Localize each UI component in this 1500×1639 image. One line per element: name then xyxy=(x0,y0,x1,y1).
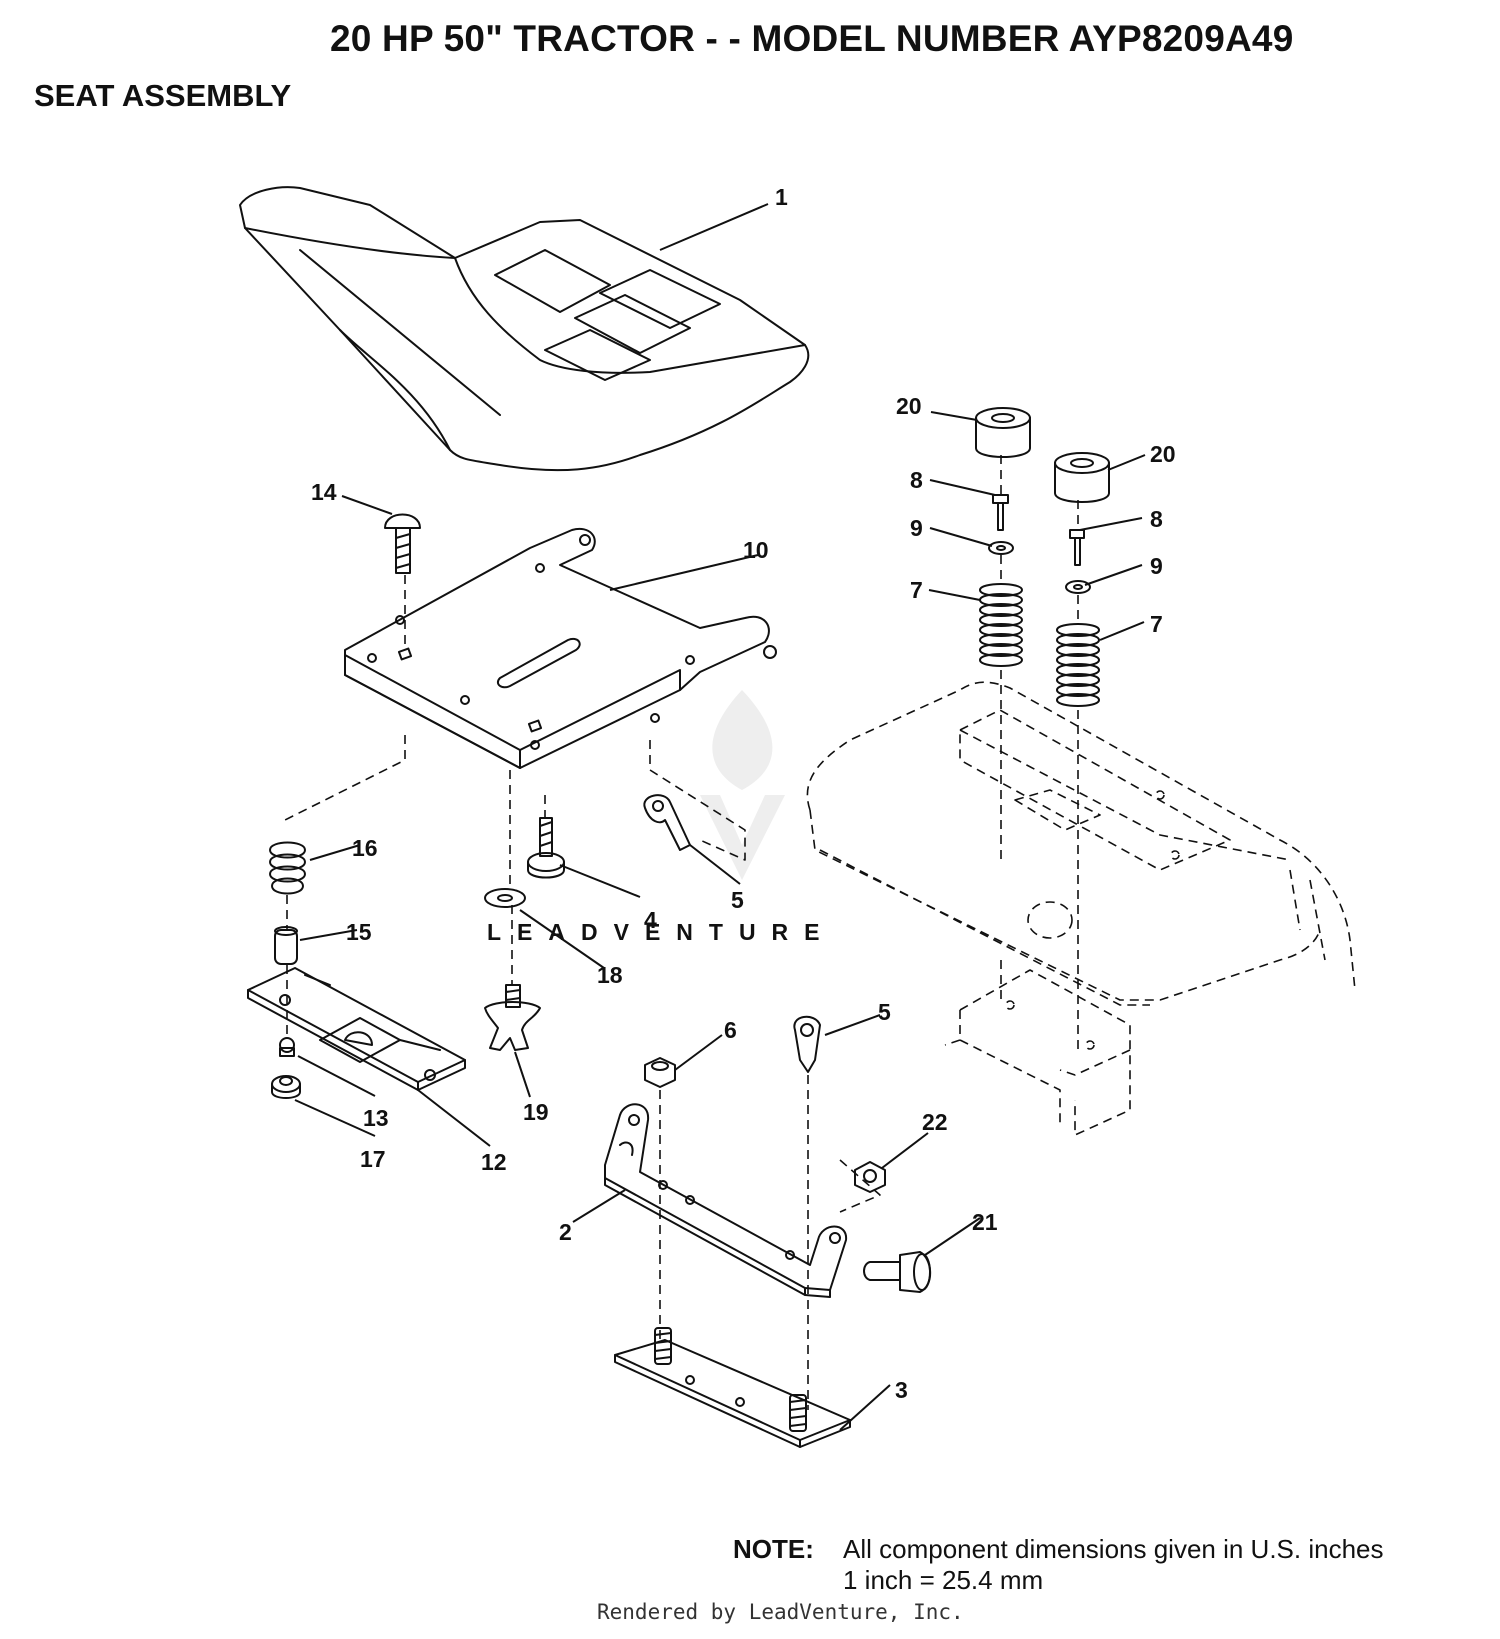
watermark: LEADVENTURE xyxy=(487,690,836,945)
note-label: NOTE: xyxy=(733,1534,814,1564)
part-slide-rail xyxy=(247,967,466,1091)
callout-17: 17 xyxy=(360,1146,386,1172)
part-spring-bolts xyxy=(992,494,1085,566)
callout-14: 14 xyxy=(311,479,337,505)
part-seat-springs xyxy=(979,583,1100,707)
callout-16: 16 xyxy=(352,835,378,861)
note-line-2: 1 inch = 25.4 mm xyxy=(843,1565,1044,1595)
callout-18: 18 xyxy=(597,962,623,988)
note-line-1: All component dimensions given in U.S. i… xyxy=(843,1534,1384,1564)
callout-7b: 7 xyxy=(1150,611,1163,637)
callout-12: 12 xyxy=(481,1149,507,1175)
part-shoulder-screw xyxy=(527,817,565,879)
callout-22: 22 xyxy=(922,1109,948,1135)
callout-20a: 20 xyxy=(896,393,922,419)
callout-8b: 8 xyxy=(1150,506,1163,532)
reference-fender-outline xyxy=(806,681,1356,1136)
callout-15: 15 xyxy=(346,919,372,945)
part-seat-pan xyxy=(344,527,777,769)
part-seat-clip-upper xyxy=(643,794,691,851)
callout-3: 3 xyxy=(895,1377,908,1403)
part-seat-clip-lower xyxy=(793,1015,821,1073)
part-seat-bracket xyxy=(604,1103,848,1298)
part-adjust-spring xyxy=(269,841,306,895)
callout-10: 10 xyxy=(743,537,769,563)
callouts: 1 10 14 20 20 8 8 9 9 7 7 16 15 4 5 18 1… xyxy=(311,184,1176,1403)
section-title: SEAT ASSEMBLY xyxy=(34,78,292,113)
part-mounting-plate xyxy=(614,1327,851,1448)
callout-9b: 9 xyxy=(1150,553,1163,579)
callout-21: 21 xyxy=(972,1209,998,1235)
part-pivot-bolt xyxy=(863,1251,932,1293)
part-spacer xyxy=(274,926,298,965)
leader-lines xyxy=(294,203,1146,1431)
callout-19: 19 xyxy=(523,1099,549,1125)
callout-4: 4 xyxy=(644,907,657,933)
callout-8a: 8 xyxy=(910,467,923,493)
part-flat-washer xyxy=(484,888,526,908)
part-spring-washers xyxy=(988,541,1091,594)
render-credit: Rendered by LeadVenture, Inc. xyxy=(597,1600,964,1624)
callout-6: 6 xyxy=(724,1017,737,1043)
part-hex-bolt-small xyxy=(279,1037,295,1057)
part-knob xyxy=(484,984,541,1051)
part-rubber-bumper xyxy=(975,407,1110,503)
part-flange-nut xyxy=(271,1075,301,1099)
callout-13: 13 xyxy=(363,1105,389,1131)
part-locknut xyxy=(854,1161,886,1193)
page-title: 20 HP 50" TRACTOR - - MODEL NUMBER AYP82… xyxy=(330,18,1294,59)
callout-5b: 5 xyxy=(878,999,891,1025)
part-hex-nut xyxy=(644,1057,676,1088)
alignment-lines xyxy=(284,455,1079,1410)
callout-7a: 7 xyxy=(910,577,923,603)
callout-5a: 5 xyxy=(731,887,744,913)
callout-2: 2 xyxy=(559,1219,572,1245)
callout-9a: 9 xyxy=(910,515,923,541)
part-seat xyxy=(239,186,810,472)
callout-20b: 20 xyxy=(1150,441,1176,467)
callout-1: 1 xyxy=(775,184,788,210)
watermark-flame-icon xyxy=(700,690,785,880)
watermark-text: LEADVENTURE xyxy=(487,919,836,945)
part-carriage-bolt xyxy=(384,513,421,574)
